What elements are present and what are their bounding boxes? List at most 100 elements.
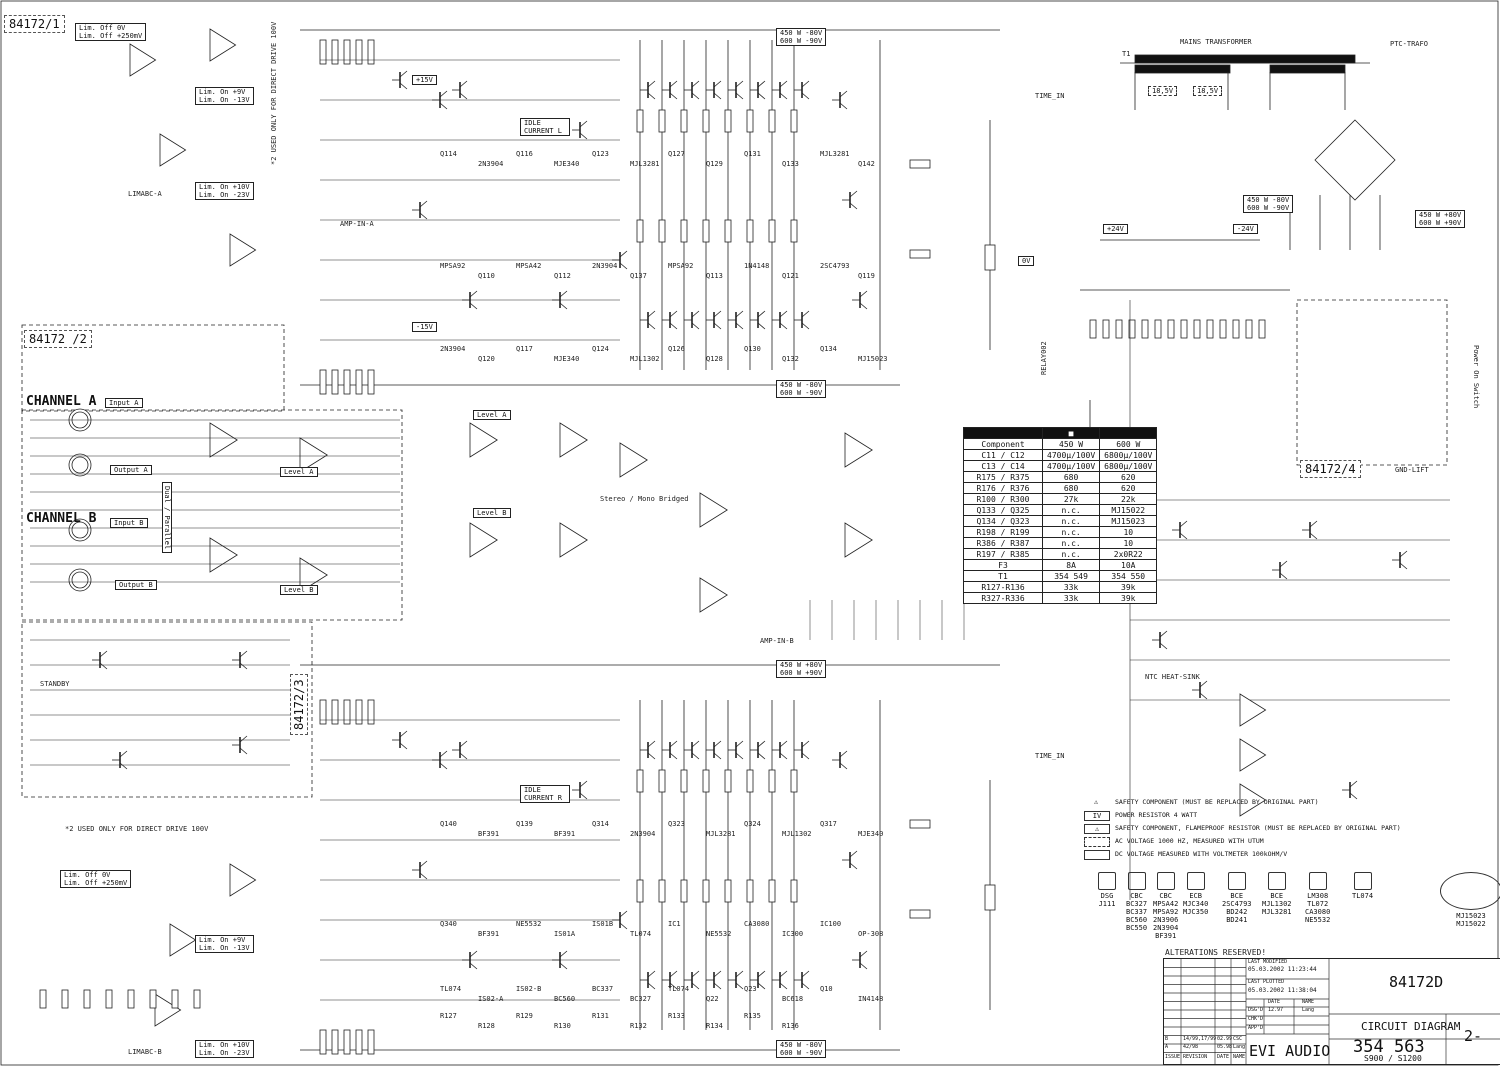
pos15-box: +15V <box>412 75 437 85</box>
table-cell: MJ15023 <box>1099 515 1158 527</box>
table-cell: R197 / R385 <box>963 548 1043 560</box>
revision-cell: 05.98 <box>1217 1044 1233 1050</box>
component-designator: Q137 <box>630 272 647 280</box>
table-cell: 680 <box>1041 471 1101 483</box>
component-designator: MJL3281 <box>820 150 850 158</box>
component-designator: OP-308 <box>858 930 884 938</box>
table-cell: R386 / R387 <box>963 537 1043 549</box>
legend-symbol-icon <box>1084 850 1110 860</box>
dual-parallel-switch-label: Dual / Parallel <box>162 482 172 554</box>
revision-cell: B <box>1165 1036 1169 1042</box>
table-cell: 6800µ/100V <box>1099 460 1158 472</box>
table-header-row: Component 450 W 600 W <box>963 438 1158 450</box>
revision-cell: 14/99,17/99 <box>1183 1036 1217 1042</box>
part-number: 354 563 <box>1353 1037 1425 1057</box>
name-label: NAME <box>1302 999 1315 1005</box>
channel-b-label: CHANNEL B <box>26 511 97 526</box>
component-designator: Q117 <box>516 345 533 353</box>
revision-header: NAME <box>1233 1054 1246 1060</box>
legend-symbol-icon: IV <box>1084 811 1110 821</box>
component-designator: TL074 <box>668 985 690 993</box>
component-designator: Q340 <box>440 920 457 928</box>
ac-voltage-box-2: 18,5V <box>1193 86 1223 96</box>
component-designator: 2N3904 <box>440 345 466 353</box>
component-designator: IS01A <box>554 930 576 938</box>
neg15-box: -15V <box>412 322 437 332</box>
part-name: MJC340 <box>1183 900 1209 908</box>
component-designator: Q132 <box>782 355 799 363</box>
power-switch-label: Power On Switch <box>1472 345 1480 409</box>
part-name: MJL3281 <box>1262 908 1292 916</box>
component-designator: Q10 <box>820 985 833 993</box>
component-designator: Q323 <box>668 820 685 828</box>
table-cell: n.c. <box>1041 526 1101 538</box>
component-designator: Q314 <box>592 820 609 828</box>
part-name: MJL1302 <box>1262 900 1292 908</box>
revision-cell: 42/98 <box>1183 1044 1199 1050</box>
table-cell: 620 <box>1099 482 1158 494</box>
component-designator: R132 <box>630 1022 647 1030</box>
pin-order: CBC <box>1130 892 1143 900</box>
ptc-trafo-label: PTC-TRAFO <box>1390 40 1428 48</box>
date-label: DATE <box>1268 999 1281 1005</box>
approved-label: APP'D <box>1248 1025 1264 1031</box>
table-cell: R127-R136 <box>963 581 1043 593</box>
package-outline-icon <box>1227 872 1246 890</box>
component-designator: Q124 <box>592 345 609 353</box>
component-designator: Q129 <box>706 160 723 168</box>
table-cell: 39k <box>1099 581 1158 593</box>
component-designator: Q130 <box>744 345 761 353</box>
component-designator: Q127 <box>668 150 685 158</box>
part-name: NE5532 <box>1305 916 1331 924</box>
part-name: TL072 <box>1307 900 1329 908</box>
component-designator: MJL3281 <box>706 830 736 838</box>
component-designator: IC100 <box>820 920 842 928</box>
designed-name: Lang <box>1302 1007 1315 1013</box>
pos24-box: +24V <box>1103 224 1128 234</box>
revision-cell: A <box>1165 1044 1169 1050</box>
designed-label: DSG'D <box>1248 1007 1264 1013</box>
part-name: BF391 <box>1155 932 1177 940</box>
table-cell: 8A <box>1041 559 1101 571</box>
table-cell: 354 550 <box>1099 570 1158 582</box>
component-designator: Q116 <box>516 150 533 158</box>
component-designator: MJE340 <box>554 160 580 168</box>
legend-text: AC VOLTAGE 1000 HZ, MEASURED WITH UTUM <box>1115 837 1264 845</box>
component-designator: IS02-B <box>516 985 542 993</box>
table-cell: 354 549 <box>1041 570 1101 582</box>
last-plotted-value: 05.03.2002 11:38:04 <box>1248 987 1317 994</box>
component-designator: MPSA42 <box>516 262 542 270</box>
table-cell: R327-R336 <box>963 592 1043 604</box>
neg24-box: -24V <box>1233 224 1258 234</box>
package-outline-icon <box>1267 872 1286 890</box>
channel-a-label: CHANNEL A <box>26 394 97 409</box>
legend-text: SAFETY COMPONENT (MUST BE REPLACED BY OR… <box>1115 798 1319 806</box>
t1-label: T1 <box>1122 50 1131 58</box>
table-cell: 680 <box>1041 482 1101 494</box>
table-cell: R198 / R199 <box>963 526 1043 538</box>
table-cell: 33k <box>1041 581 1101 593</box>
part-name: BC560 <box>1126 916 1148 924</box>
output-b-label: Output B <box>115 580 157 590</box>
component-designator: R128 <box>478 1022 495 1030</box>
table-cell: R175 / R375 <box>963 471 1043 483</box>
board-tag-84172-2: 84172 /2 <box>24 330 92 348</box>
component-designator: BF391 <box>478 830 500 838</box>
package-outline-icon <box>1353 872 1372 890</box>
legend-item: ⚠SAFETY COMPONENT, FLAMEPROOF RESISTOR (… <box>1080 824 1401 837</box>
component-designator: 2N3904 <box>592 262 618 270</box>
component-designator: IN4148 <box>858 995 884 1003</box>
